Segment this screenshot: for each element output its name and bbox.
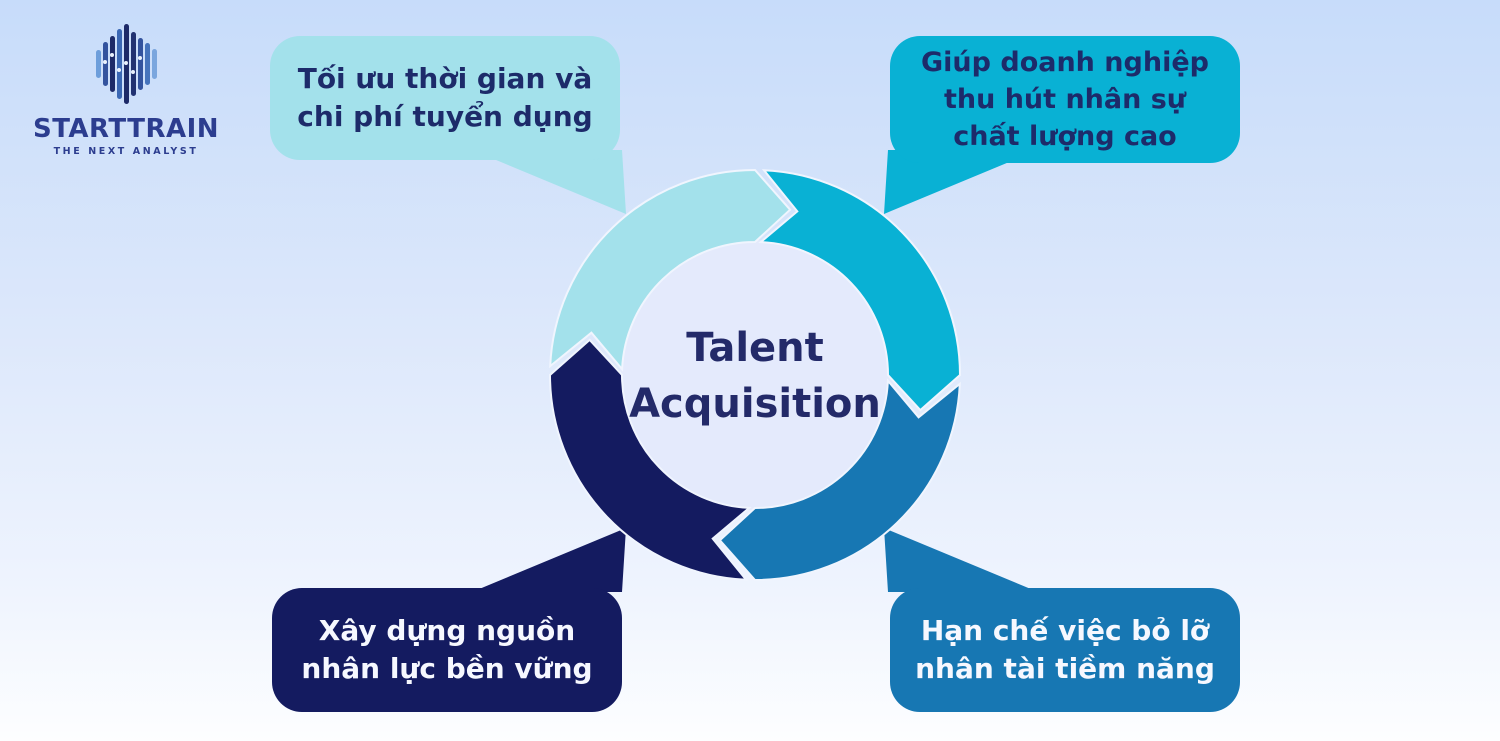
callout-line: thu hút nhân sự xyxy=(943,84,1187,115)
callout-line: Tối ưu thời gian và xyxy=(297,62,593,95)
callout-line: chất lượng cao xyxy=(953,121,1177,152)
cycle-center-title: Talent Acquisition xyxy=(585,303,925,448)
callout-tail-top-right xyxy=(884,150,1038,214)
callout-line: nhân tài tiềm năng xyxy=(915,652,1215,685)
callout-line: chi phí tuyển dụng xyxy=(297,100,593,133)
callout-line: Hạn chế việc bỏ lỡ xyxy=(920,614,1210,647)
callout-tail-bottom-right xyxy=(884,528,1038,592)
cycle-segment-bottom-right xyxy=(718,378,961,582)
brand-name: STARTTRAIN xyxy=(32,114,220,144)
callout-line: Xây dựng nguồn xyxy=(318,614,576,647)
callout-bottom-right: Hạn chế việc bỏ lỡ nhân tài tiềm năng xyxy=(890,588,1240,712)
center-title-line2: Acquisition xyxy=(629,380,881,427)
callout-line: Giúp doanh nghiệp xyxy=(921,47,1209,78)
callout-top-left: Tối ưu thời gian và chi phí tuyển dụng xyxy=(270,36,620,160)
waveform-bars-icon xyxy=(28,22,224,106)
center-title-line1: Talent xyxy=(686,324,824,371)
cycle-segment-top-right xyxy=(758,169,962,412)
cycle-inner-circle xyxy=(620,240,890,510)
brand-tagline: THE NEXT ANALYST xyxy=(53,146,199,157)
brand-logo: STARTTRAIN THE NEXT ANALYST xyxy=(28,22,224,157)
callout-bottom-left: Xây dựng nguồn nhân lực bền vững xyxy=(272,588,622,712)
callout-tail-top-left xyxy=(472,150,626,214)
callout-line: nhân lực bền vững xyxy=(301,652,593,685)
cycle-segment-bottom-left xyxy=(548,338,752,581)
callout-tail-bottom-left xyxy=(472,528,626,592)
callout-top-right: Giúp doanh nghiệp thu hút nhân sự chất l… xyxy=(890,36,1240,163)
cycle-segment-top-left xyxy=(549,168,792,372)
